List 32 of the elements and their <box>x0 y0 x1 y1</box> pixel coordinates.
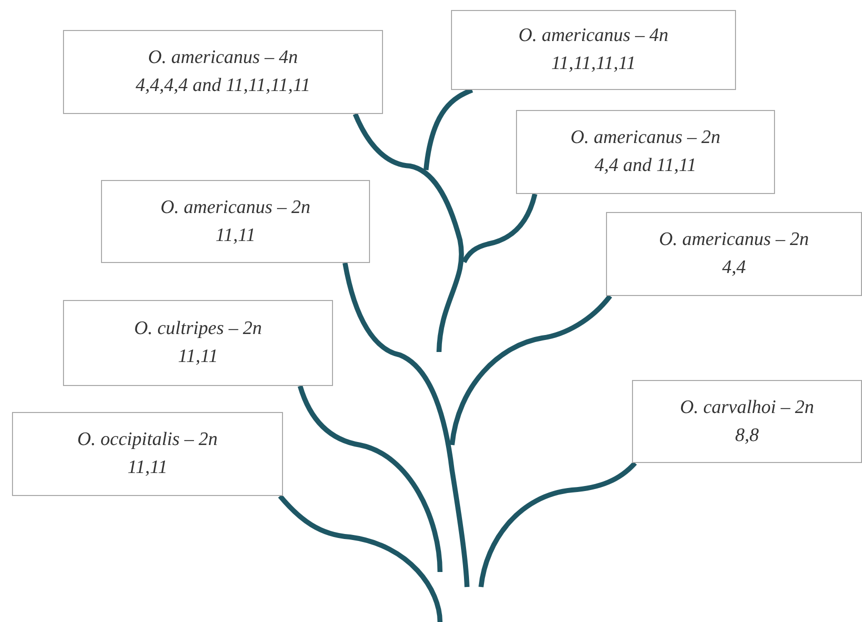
species-name: O. americanus – 4n <box>148 46 298 70</box>
chromosome-count: 11,11 <box>216 224 256 248</box>
chromosome-count: 4,4 <box>722 256 746 280</box>
tree-branch <box>352 112 464 352</box>
chromosome-count: 8,8 <box>735 424 759 448</box>
species-name: O. americanus – 2n <box>570 126 720 150</box>
tree-branch <box>298 385 442 572</box>
chromosome-count: 4,4 and 11,11 <box>594 154 696 178</box>
taxon-label-box <box>12 412 283 496</box>
taxon-label-box <box>451 10 736 90</box>
species-name: O. americanus – 2n <box>659 228 809 252</box>
species-name: O. occipitalis – 2n <box>77 428 218 452</box>
taxon-label-box <box>63 300 333 386</box>
taxon-label-box <box>101 180 370 263</box>
chromosome-count: 4,4,4,4 and 11,11,11,11 <box>136 74 310 98</box>
species-name: O. cultripes – 2n <box>134 317 262 342</box>
taxon-label-box <box>516 110 775 194</box>
chromosome-count: 11,11 <box>178 345 218 369</box>
species-name: O. americanus – 2n <box>160 196 310 220</box>
species-name: O. carvalhoi – 2n <box>680 396 814 420</box>
taxon-label-box <box>632 380 862 463</box>
chromosome-count: 11,11 <box>128 456 168 480</box>
taxon-label-box <box>63 30 383 114</box>
tree-branch <box>424 88 474 170</box>
tree-branch <box>462 193 538 264</box>
taxon-label-box <box>606 212 862 296</box>
tree-branch <box>450 294 612 446</box>
tree-branch <box>278 494 442 622</box>
tree-branch <box>342 262 470 588</box>
species-name: O. americanus – 4n <box>518 24 668 48</box>
tree-branch <box>478 461 637 588</box>
chromosome-count: 11,11,11,11 <box>551 52 636 76</box>
